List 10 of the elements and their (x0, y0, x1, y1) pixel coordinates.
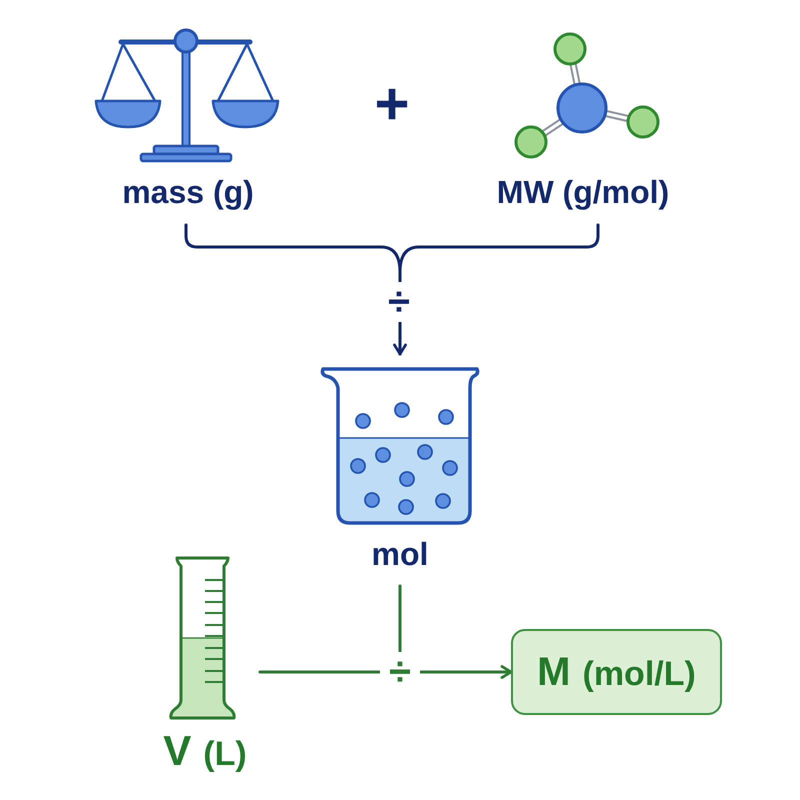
quantity-label: mol (372, 536, 428, 573)
operator-sign: + (374, 74, 410, 134)
unit-label: (L) (203, 736, 247, 774)
quantity-label: mass (g) (122, 174, 254, 211)
symbol-label: V (163, 728, 192, 774)
unit-label: (mol/L) (582, 656, 696, 694)
quantity-label: MW (g/mol) (496, 174, 670, 211)
symbol-label: M (537, 650, 570, 694)
result-box (511, 629, 722, 715)
arrow (393, 224, 600, 356)
